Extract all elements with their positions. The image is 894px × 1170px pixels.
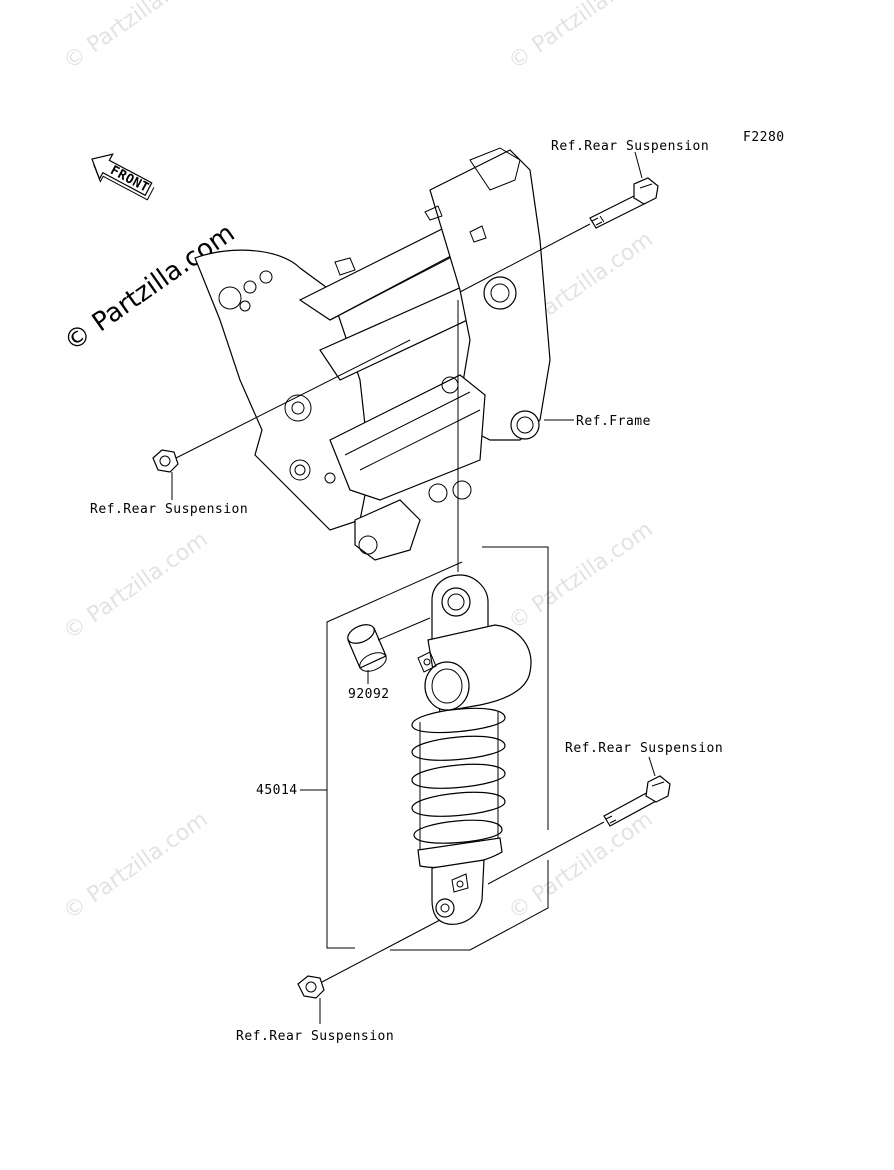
watermark-5: © Partzilla.com [504,517,657,635]
rear-shock-absorber [411,574,532,925]
front-arrow-icon: FRONT [91,153,155,201]
watermark-4: © Partzilla.com [59,527,212,645]
bottom-nut-icon [297,975,325,999]
bracket-right-top [482,546,549,830]
axis-top-bolt [459,223,591,293]
label-ref-rear-suspension-left: Ref.Rear Suspension [90,502,248,517]
axis-left-nut [175,339,411,459]
axis-right-bolt [487,821,605,885]
front-label: FRONT [108,163,152,196]
watermark-6: © Partzilla.com [59,807,212,925]
leader-right-bolt [648,756,656,777]
left-nut-icon [152,449,179,473]
label-ref-rear-suspension-bottom: Ref.Rear Suspension [236,1029,394,1044]
figure-code: F2280 [743,130,785,145]
bracket-left [326,561,463,949]
watermark-1: © Partzilla.com [59,0,212,75]
collar-92092-icon [347,624,387,672]
leader-top-bolt [634,151,643,179]
frame-assembly [194,147,551,561]
top-bolt-icon [589,177,659,229]
label-ref-rear-suspension-top: Ref.Rear Suspension [551,139,709,154]
label-92092: 92092 [348,687,390,702]
right-bolt-icon [603,775,671,827]
watermark-7: © Partzilla.com [504,807,657,925]
leader-collar-axis [377,617,431,641]
label-ref-frame: Ref.Frame [576,414,651,429]
watermark-2: © Partzilla.com [504,0,657,75]
bracket-right-bottom [390,860,549,951]
axis-bottom-nut [321,919,441,983]
label-45014: 45014 [256,783,298,798]
label-ref-rear-suspension-right: Ref.Rear Suspension [565,741,723,756]
